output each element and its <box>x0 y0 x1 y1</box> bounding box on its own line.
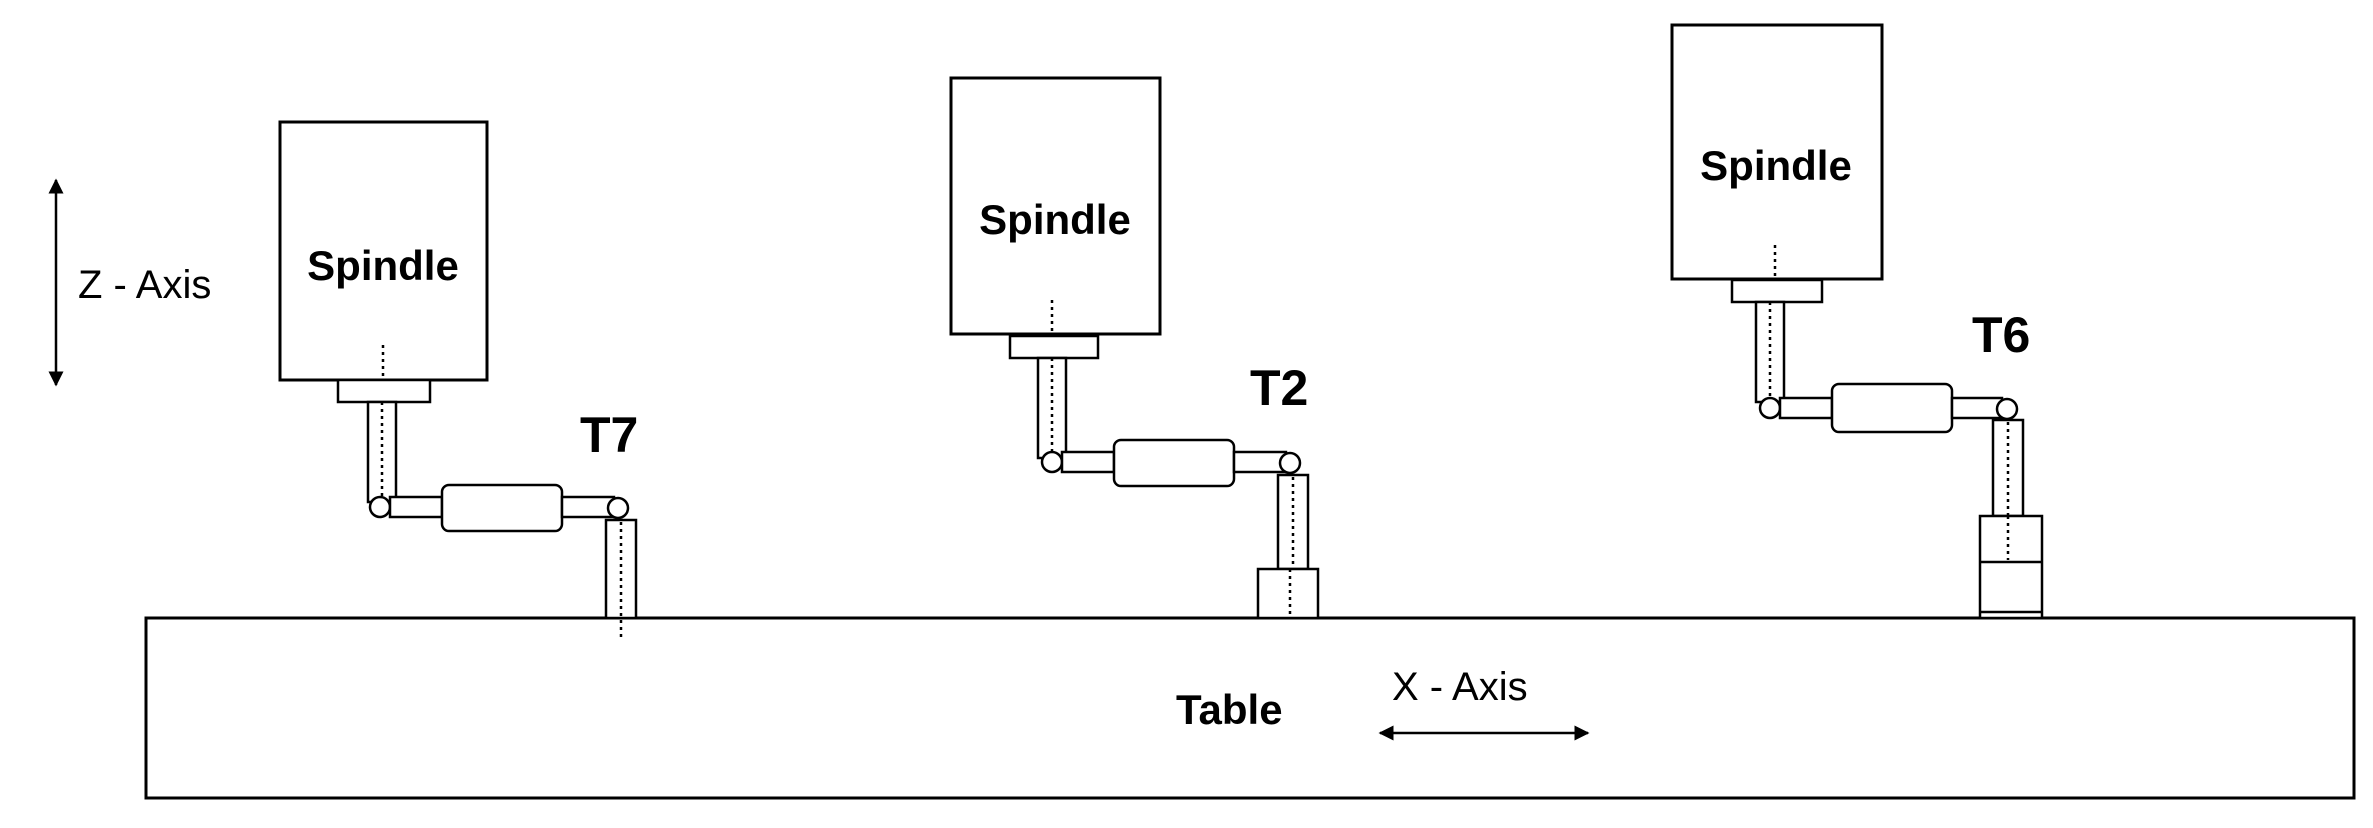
tool-holder-collar <box>1008 334 1100 360</box>
z-axis-indicator: Z - Axis <box>48 178 211 387</box>
z-axis-label: Z - Axis <box>78 263 211 307</box>
spindle-housing <box>1670 23 1884 281</box>
arm-body <box>1112 438 1236 488</box>
elbow-joint <box>1758 396 1782 420</box>
tool-tip-block <box>1256 567 1320 620</box>
tool-holder-collar <box>336 378 432 404</box>
arm-link <box>1060 450 1116 474</box>
spindle-label: Spindle <box>307 242 459 289</box>
elbow-joint <box>606 496 630 520</box>
arm-body <box>1830 382 1954 434</box>
arm-body <box>440 483 564 533</box>
x-axis-label: X - Axis <box>1392 665 1528 709</box>
elbow-joint <box>1995 397 2019 421</box>
spindle-housing <box>949 76 1162 336</box>
table-block <box>144 616 2356 800</box>
arm-link <box>1950 396 2004 420</box>
tool-label: T7 <box>580 407 638 463</box>
spindle-assembly-t6: Spindle T6 <box>1670 23 2044 620</box>
arm-link <box>1778 396 1834 420</box>
spindle-assembly-t2: Spindle T2 <box>949 76 1320 620</box>
tool-label: T2 <box>1250 360 1308 416</box>
arm-link <box>560 495 616 519</box>
tool-holder-collar <box>1730 278 1824 304</box>
elbow-joint <box>368 495 392 519</box>
spindle-label: Spindle <box>1700 142 1852 189</box>
tool-label: T6 <box>1972 307 2030 363</box>
table-label: Table <box>1176 686 1283 733</box>
arm-link <box>388 495 444 519</box>
x-axis-indicator: X - Axis <box>1378 665 1590 741</box>
spindle-label: Spindle <box>979 196 1131 243</box>
elbow-joint <box>1040 450 1064 474</box>
tool-shank <box>604 518 638 620</box>
arm-link <box>1232 450 1288 474</box>
spindle-assembly-t7: Spindle T7 <box>278 120 638 640</box>
elbow-joint <box>1278 451 1302 475</box>
table: Table <box>144 616 2356 800</box>
tool-tip-block <box>1978 514 2044 620</box>
